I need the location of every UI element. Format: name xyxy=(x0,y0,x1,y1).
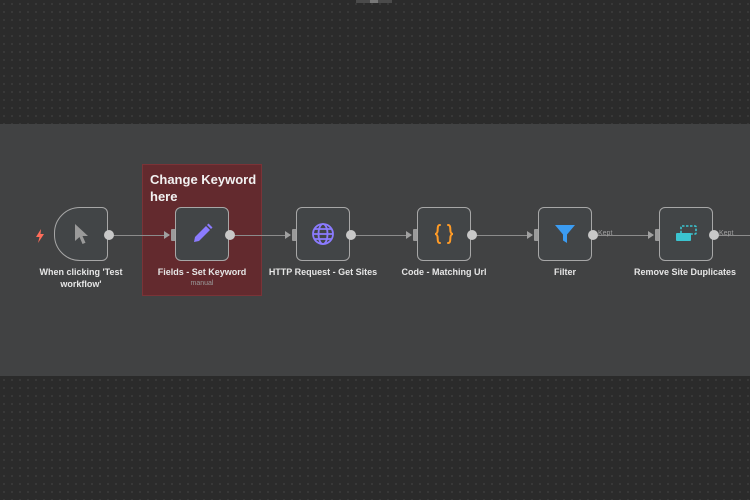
input-port[interactable] xyxy=(171,229,177,241)
cursor-icon xyxy=(75,224,88,244)
sticky-note[interactable]: Change Keyword here xyxy=(142,164,262,296)
node-label: HTTP Request - Get Sites xyxy=(268,267,378,277)
node-code[interactable] xyxy=(417,207,471,261)
canvas-area xyxy=(0,124,750,376)
connection-label-kept: Kept xyxy=(598,230,613,237)
dedupe-icon xyxy=(676,225,697,241)
node-label: When clicking 'Test workflow' xyxy=(39,267,123,289)
connection-arrow xyxy=(406,231,412,239)
connection-arrow xyxy=(527,231,533,239)
node-manual-trigger[interactable] xyxy=(54,207,108,261)
node-filter[interactable] xyxy=(538,207,592,261)
connection-wire[interactable] xyxy=(113,235,169,236)
output-port[interactable] xyxy=(709,230,719,240)
output-port[interactable] xyxy=(346,230,356,240)
filter-icon xyxy=(555,225,575,243)
input-port[interactable] xyxy=(292,229,298,241)
output-port[interactable] xyxy=(104,230,114,240)
node-sublabel: manual xyxy=(190,280,214,287)
node-http-request[interactable] xyxy=(296,207,350,261)
input-port[interactable] xyxy=(534,229,540,241)
output-port[interactable] xyxy=(467,230,477,240)
globe-icon xyxy=(312,223,334,245)
node-fields-set-keyword[interactable] xyxy=(175,207,229,261)
connection-arrow xyxy=(164,231,170,239)
node-label: Filter xyxy=(553,267,576,277)
top-panel-handle[interactable] xyxy=(356,0,392,3)
connection-wire[interactable] xyxy=(597,235,653,236)
input-port[interactable] xyxy=(655,229,661,241)
sticky-note-text: Change Keyword here xyxy=(150,172,257,204)
node-label: Code - Matching Url xyxy=(401,267,487,277)
connection-label-kept: Kept xyxy=(719,230,734,237)
lightning-bolt-icon xyxy=(36,229,44,243)
connection-wire[interactable] xyxy=(718,235,750,236)
input-port[interactable] xyxy=(413,229,419,241)
node-label: Fields - Set Keyword xyxy=(157,267,247,277)
connection-arrow xyxy=(648,231,654,239)
connection-wire[interactable] xyxy=(355,235,411,236)
connection-wire[interactable] xyxy=(476,235,532,236)
braces-icon xyxy=(434,224,454,244)
node-remove-duplicates[interactable] xyxy=(659,207,713,261)
connection-wire[interactable] xyxy=(234,235,290,236)
output-port[interactable] xyxy=(588,230,598,240)
pencil-icon xyxy=(194,223,213,242)
node-label: Remove Site Duplicates xyxy=(633,267,737,277)
output-port[interactable] xyxy=(225,230,235,240)
connection-arrow xyxy=(285,231,291,239)
